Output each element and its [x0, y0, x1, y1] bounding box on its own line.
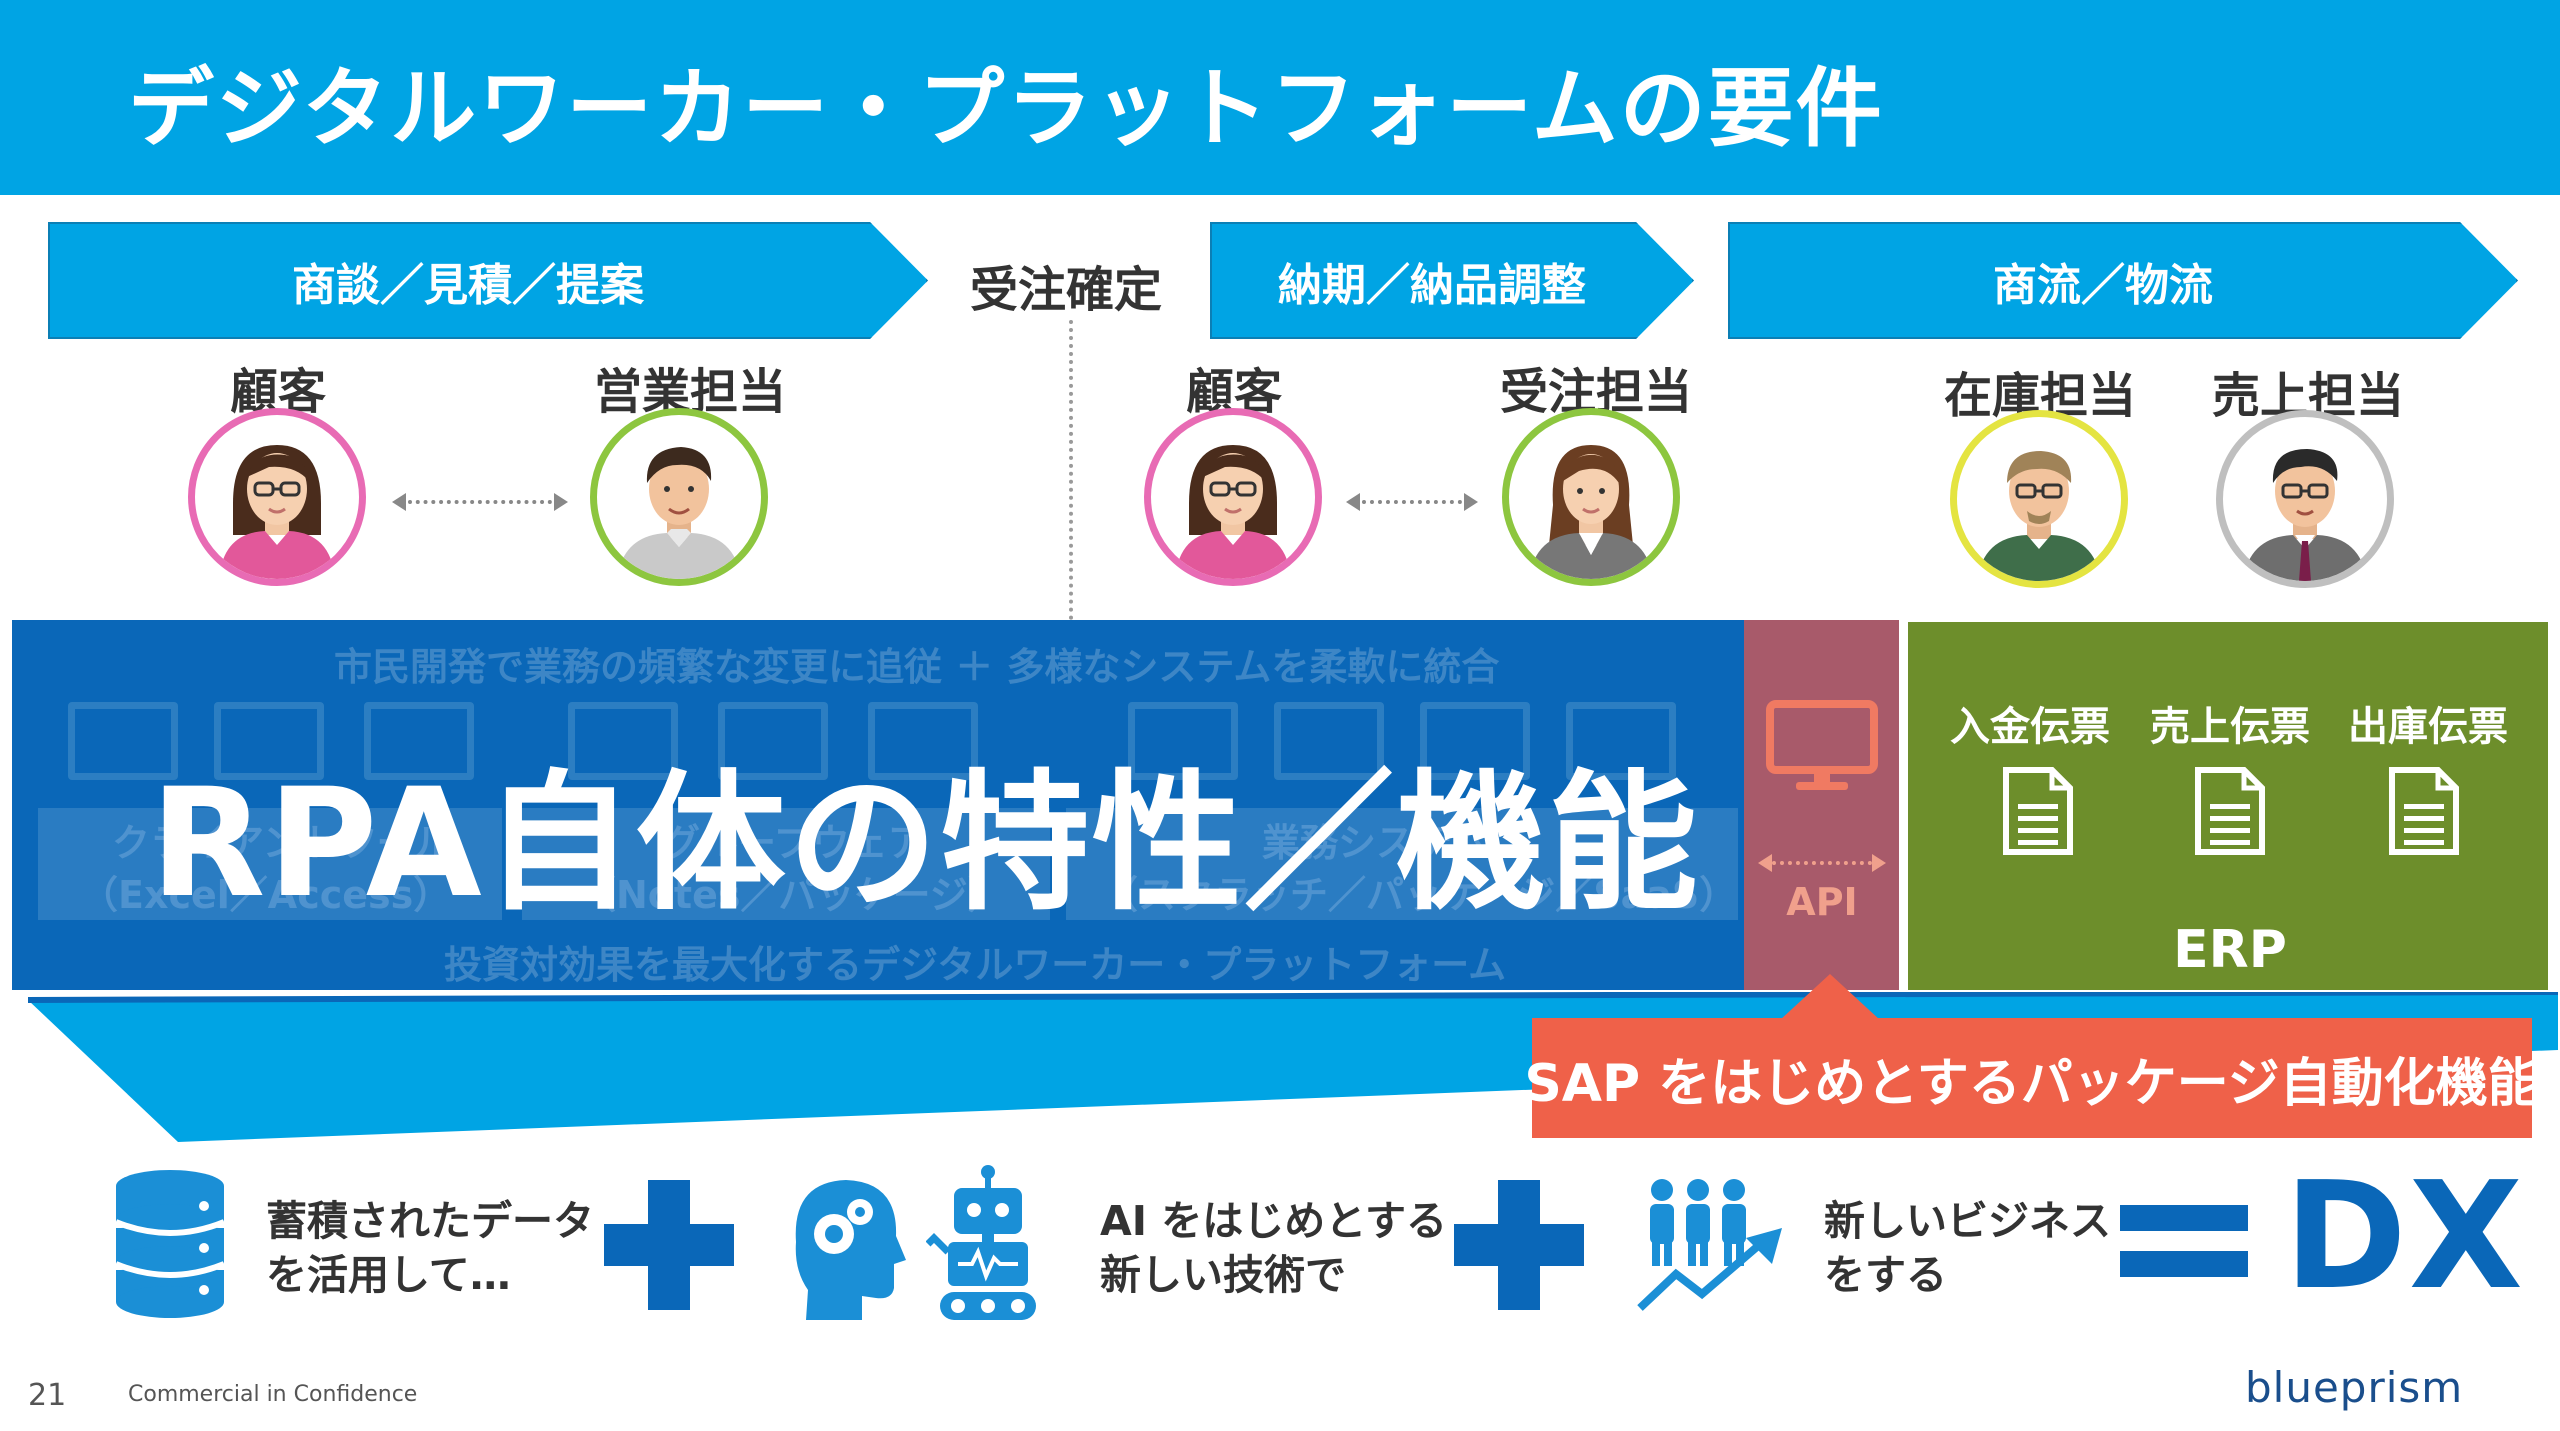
- ai-caption-line: AI をはじめとする: [1100, 1197, 1448, 1245]
- man-icon: [617, 447, 741, 579]
- stage-delivery: 納期／納品調整: [1210, 222, 1694, 339]
- monitor-icon: [214, 702, 324, 780]
- robot-icon: [926, 1165, 1036, 1320]
- man-icon: [2243, 449, 2367, 581]
- erp-doc-title: 入金伝票: [1950, 704, 2110, 750]
- ai-caption-line: 新しい技術で: [1100, 1251, 1346, 1299]
- woman-icon: [1175, 445, 1291, 579]
- monitor-icon: [1766, 700, 1878, 792]
- sap-callout: SAP をはじめとするパッケージ自動化機能: [1524, 1018, 2540, 1138]
- monitor-icon: [568, 702, 678, 780]
- business-caption-line: 新しいビジネス: [1824, 1197, 2111, 1245]
- interaction-connector: [392, 492, 568, 512]
- plus-icon: [1454, 1180, 1584, 1310]
- monitor-icon: [364, 702, 474, 780]
- monitor-icon: [1274, 702, 1384, 780]
- erp-label: ERP: [2173, 920, 2287, 980]
- woman-icon: [219, 445, 335, 579]
- confidentiality-notice: Commercial in Confidence: [128, 1382, 418, 1407]
- document-icon: [2003, 767, 2073, 855]
- monitor-icon: [68, 702, 178, 780]
- plus-icon: [604, 1180, 734, 1310]
- ai-head-icon: [795, 1180, 906, 1320]
- api-panel: [1744, 620, 1899, 990]
- woman-icon: [1529, 445, 1653, 579]
- inventory-avatar: [1950, 410, 2128, 588]
- monitor-icon: [1420, 702, 1530, 780]
- rpa-title: RPA自体の特性／機能: [150, 757, 1700, 931]
- brand-logo: blueprism: [2245, 1363, 2464, 1412]
- monitor-icon: [718, 702, 828, 780]
- ai-caption: AI をはじめとする 新しい技術で: [1100, 1194, 1447, 1302]
- faint-category-label: グループウェア: [662, 821, 926, 865]
- page-title: デジタルワーカー・プラットフォームの要件: [128, 59, 1884, 159]
- interaction-connector: [1346, 492, 1478, 512]
- rpa-panel: [12, 620, 1744, 990]
- data-caption-line: を活用して…: [266, 1251, 511, 1299]
- faint-category-label: （スクラッチ／パッケージ／SaaS）: [1100, 873, 1738, 917]
- callout-pointer: [1780, 974, 1880, 1020]
- stage-negotiation: 商談／見積／提案: [48, 222, 928, 339]
- faint-category-box: [1066, 808, 1738, 920]
- rpa-faint-heading: 市民開発で業務の頻繁な変更に追従 ＋ 多様なシステムを柔軟に統合: [334, 645, 1500, 689]
- man-icon: [1977, 451, 2101, 581]
- monitor-icon: [1128, 702, 1238, 780]
- faint-category-box: [38, 808, 502, 920]
- equals-icon: [2120, 1205, 2248, 1277]
- business-caption-line: をする: [1824, 1251, 1947, 1299]
- business-caption: 新しいビジネス をする: [1824, 1194, 2111, 1302]
- erp-doc-title: 出庫伝票: [2348, 704, 2508, 750]
- page-number: 21: [28, 1378, 67, 1413]
- faint-category-label: （Excel／Access）: [80, 873, 452, 917]
- customer-avatar: [1144, 408, 1322, 586]
- api-connector: [1758, 854, 1886, 872]
- data-caption: 蓄積されたデータ を活用して…: [266, 1194, 594, 1302]
- milestone-order-confirmed: 受注確定: [970, 262, 1163, 318]
- monitor-icon: [868, 702, 978, 780]
- sales-avatar: [590, 408, 768, 586]
- faint-category-box: [522, 808, 1050, 920]
- api-label: API: [1786, 880, 1858, 924]
- data-caption-line: 蓄積されたデータ: [266, 1197, 594, 1245]
- rpa-faint-footer: 投資対効果を最大化するデジタルワーカー・プラットフォーム: [444, 943, 1507, 987]
- database-icon: [114, 1170, 226, 1318]
- header-bar: [0, 0, 2560, 195]
- order-avatar: [1502, 408, 1680, 586]
- erp-doc-title: 売上伝票: [2150, 704, 2310, 750]
- faint-category-label: （Notes／パッケージ）: [578, 873, 1006, 917]
- customer-avatar: [188, 408, 366, 586]
- monitor-icon: [1566, 702, 1676, 780]
- faint-category-label: クライアントツール: [112, 821, 453, 865]
- business-growth-icon: [1637, 1179, 1782, 1311]
- document-icon: [2195, 767, 2265, 855]
- revenue-avatar: [2216, 410, 2394, 588]
- stage-logistics: 商流／物流: [1728, 222, 2518, 339]
- document-icon: [2389, 767, 2459, 855]
- faint-category-label: 業務システム: [1262, 821, 1489, 865]
- dx-result: DX: [2284, 1150, 2525, 1322]
- milestone-divider: [1069, 320, 1073, 620]
